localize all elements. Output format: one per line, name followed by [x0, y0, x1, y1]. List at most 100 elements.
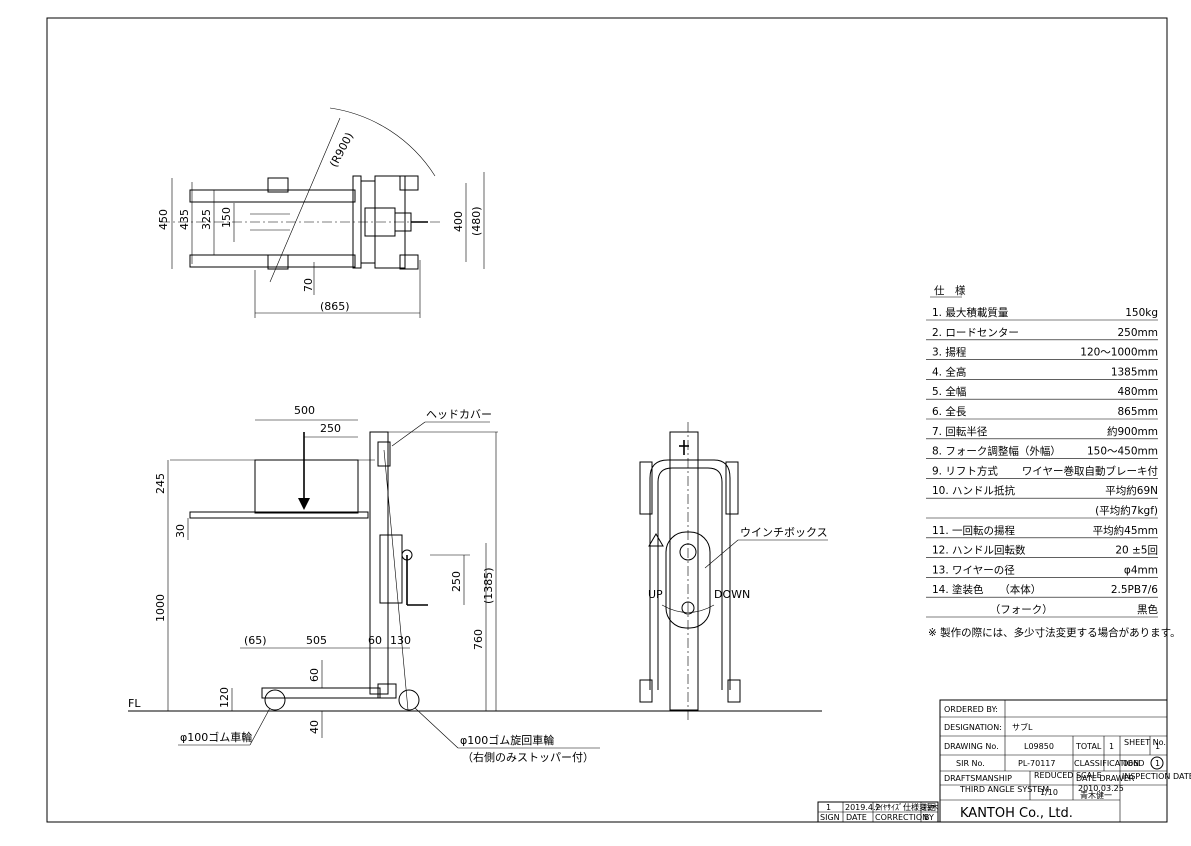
mast-frame [374, 175, 406, 269]
tb-drawing-no-value: L09850 [1024, 742, 1054, 751]
dim-120: 120 [218, 687, 231, 708]
up-label: UP [648, 588, 663, 601]
spec-row-label: 13. ワイヤーの径 [932, 563, 1015, 576]
side-view: FL 500 [128, 404, 822, 764]
title-block-frame [939, 699, 1168, 823]
rotation-arrow [661, 604, 715, 613]
wheel-bottom-right [399, 254, 419, 270]
dim-505: 505 [306, 634, 327, 647]
fork-upper [189, 189, 356, 203]
spec-row-value: 1385mm [1111, 366, 1158, 378]
spec-title: 仕 様 [934, 284, 966, 297]
tb-designation-value: サブL [1012, 722, 1033, 732]
tb-date-drawer-label: DATE DRAWER [1076, 774, 1135, 783]
wheel-front-right [727, 679, 741, 703]
wheel-front-left [639, 679, 653, 703]
spec-row-label: 6. 全長 [932, 405, 967, 418]
dim-250h: 250 [320, 422, 341, 435]
tb-total-label: TOTAL [1075, 742, 1102, 751]
spec-row-value: 480mm [1118, 386, 1159, 398]
tb-draftsmanship-label: DRAFTSMANSHIP [944, 774, 1012, 783]
tb-reduced-scale-label: REDUCED SCALE [1034, 771, 1102, 780]
dim-60v: 60 [308, 668, 321, 682]
spec-row-label: 9. リフト方式 [932, 464, 998, 477]
dim-70: 70 [302, 278, 315, 292]
spec-row-label: 12. ハンドル回転数 [932, 544, 1026, 557]
floor-label: FL [128, 697, 141, 710]
tb-classification-value: 066D [1123, 759, 1144, 768]
revision-by: 鈴木 [923, 802, 939, 812]
tb-angle-label: THIRD ANGLE SYSTEM [959, 785, 1049, 794]
dim-450: 450 [157, 209, 170, 230]
dim-1000: 1000 [154, 594, 167, 622]
winch-box-side [379, 534, 403, 604]
spec-row-label: 10. ハンドル抵抗 [932, 484, 1016, 497]
revision-correction: ﾀｲﾔｻｲｽﾞ仕様変更 [875, 802, 935, 812]
dim-65: (65) [244, 634, 267, 647]
tb-classification-label: CLASSIFICATION [1074, 759, 1139, 768]
tb-sir-value: PL-70117 [1018, 759, 1055, 768]
spec-row-value: 865mm [1118, 406, 1159, 418]
tb-designation-label: DESIGNATION: [944, 723, 1002, 732]
fork-front-right [725, 461, 739, 515]
head-cover-leader [391, 421, 426, 447]
tb-sheet-label: SHEET No. [1124, 738, 1166, 747]
tb-drawer-name: 青木健一 [1080, 790, 1112, 800]
revision-block: 1 2019.4.2 ﾀｲﾔｻｲｽﾞ仕様変更 鈴木 SIGN DATE CORR… [817, 801, 939, 823]
dim-400: 400 [452, 211, 465, 232]
fork-side [189, 511, 369, 519]
revision-by-label: BY [924, 813, 934, 822]
dim-130: 130 [390, 634, 411, 647]
dim-40: 40 [308, 720, 321, 734]
spec-row-value: 平均約69N [1105, 484, 1158, 497]
tb-classification-rev-circle [1150, 756, 1164, 770]
swivel-caster-leader [414, 707, 459, 749]
tb-company: KANTOH Co., Ltd. [960, 806, 1073, 821]
tb-drawer-date: 2010.03.25 [1078, 784, 1124, 793]
fixed-caster-leader [249, 707, 271, 746]
tb-sheet-value: 1 [1155, 742, 1160, 751]
tb-total-value: 1 [1109, 742, 1114, 751]
swivel-caster-label: φ100ゴム旋回車輪 [460, 733, 554, 747]
fork-front-left [639, 461, 653, 515]
mast-side [369, 431, 389, 695]
spec-row-value: 2.5PB7/6 [1111, 584, 1158, 596]
winch-box-label: ウインチボックス [740, 526, 828, 539]
front-wheel [264, 689, 286, 711]
top-view: 450 435 325 150 400 (480) (R900) 70 (865… [157, 107, 485, 318]
dim-480: (480) [470, 206, 483, 236]
radius-leader [269, 117, 341, 283]
spec-row-label: 5. 全幅 [932, 385, 966, 398]
spec-row-value: 250mm [1118, 327, 1159, 339]
turning-radius-arc [329, 107, 436, 177]
spec-row-value: φ4mm [1124, 564, 1158, 576]
spec-row-value: 120〜1000mm [1080, 347, 1158, 359]
tb-scale-value: 1/10 [1040, 788, 1058, 797]
head-cover [377, 441, 391, 467]
spec-row-label: 8. フォーク調整幅（外幅） [932, 445, 1061, 458]
head-cover-label: ヘッドカバー [426, 408, 492, 421]
front-frame-outer [649, 459, 731, 690]
revision-mark: 1 [826, 803, 831, 812]
spec-row-label: 3. 揚程 [932, 346, 967, 359]
fixed-caster-label: φ100ゴム車輪 [180, 730, 252, 744]
spec-row-value: 約900mm [1107, 425, 1158, 438]
spec-row-value: 150kg [1125, 307, 1158, 319]
dim-325: 325 [200, 209, 213, 230]
dim-760: 760 [472, 629, 485, 650]
dim-1385: (1385) [482, 567, 495, 604]
revision-sign-label: SIGN [820, 813, 840, 822]
dim-250v: 250 [450, 571, 463, 592]
load-box [254, 459, 359, 514]
wheel-bottom-left [267, 254, 289, 270]
dim-150: 150 [220, 207, 233, 228]
tb-ordered-by-label: ORDERED BY: [944, 705, 998, 714]
revision-date-label: DATE [846, 813, 867, 822]
fork-lower [189, 254, 356, 268]
warning-icon [648, 533, 664, 547]
front-mast [669, 431, 699, 711]
